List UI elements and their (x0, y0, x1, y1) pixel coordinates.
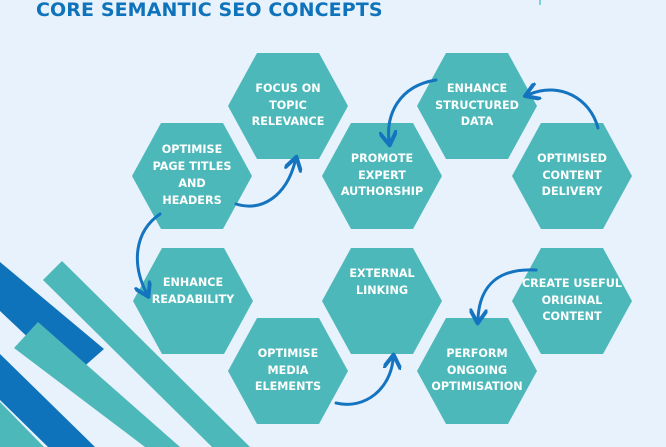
stripe-blue-upper (0, 262, 104, 378)
top-tick-mark (539, 0, 541, 5)
hexagon-optimise-page-titles (132, 123, 252, 229)
hexagon-promote-expert-authorship (322, 123, 442, 229)
label-focus-topic-relevance: FOCUS ON TOPIC RELEVANCE (251, 81, 325, 129)
arrow-create-useful-content-to-perform-ongoing-optimisation (478, 268, 538, 318)
label-optimise-media-elements: OPTIMISE MEDIA ELEMENTS (254, 346, 322, 394)
label-enhance-structured-data: ENHANCE STRUCTURED DATA (435, 81, 519, 129)
hexagon-perform-ongoing-optimisation (417, 318, 537, 424)
stripe-teal-corner (0, 402, 44, 447)
page-title: CORE SEMANTIC SEO CONCEPTS (36, 0, 383, 21)
hexagon-enhance-structured-data (417, 53, 537, 159)
hexagon-create-useful-content (512, 248, 632, 354)
stripe-blue-lower (0, 354, 95, 447)
label-optimise-page-titles: OPTIMISE PAGE TITLES AND HEADERS (152, 143, 232, 207)
hexagon-optimise-media-elements (228, 318, 348, 424)
stripe-teal-back (43, 261, 250, 447)
arrow-optimise-page-titles-to-enhance-readability (137, 212, 162, 292)
label-create-useful-content: CREATE USEFUL ORIGINAL CONTENT (521, 276, 623, 324)
label-perform-ongoing-optimisation: PERFORM ONGOING OPTIMISATION (431, 346, 523, 394)
label-optimised-content-delivery: OPTIMISED CONTENT DELIVERY (537, 151, 607, 199)
hexagon-optimised-content-delivery (512, 123, 632, 229)
arrow-enhance-structured-data-to-promote-expert-authorship (389, 78, 438, 140)
hexagon-focus-topic-relevance (228, 53, 348, 159)
label-promote-expert-authorship: PROMOTE EXPERT AUTHORSHIP (340, 151, 424, 199)
hexagon-external-linking (322, 248, 442, 354)
arrow-optimise-media-elements-to-external-linking (334, 360, 393, 406)
arrow-optimise-page-titles-to-focus-topic-relevance (234, 162, 295, 208)
label-external-linking: EXTERNAL LINKING (349, 267, 415, 297)
hexagon-enhance-readability (133, 248, 253, 354)
stripe-teal-middle (14, 322, 180, 447)
decorative-stripes (0, 261, 250, 447)
arrow-optimised-content-delivery-to-enhance-structured-data (530, 90, 600, 130)
label-enhance-readability: ENHANCE READABILITY (151, 276, 235, 306)
